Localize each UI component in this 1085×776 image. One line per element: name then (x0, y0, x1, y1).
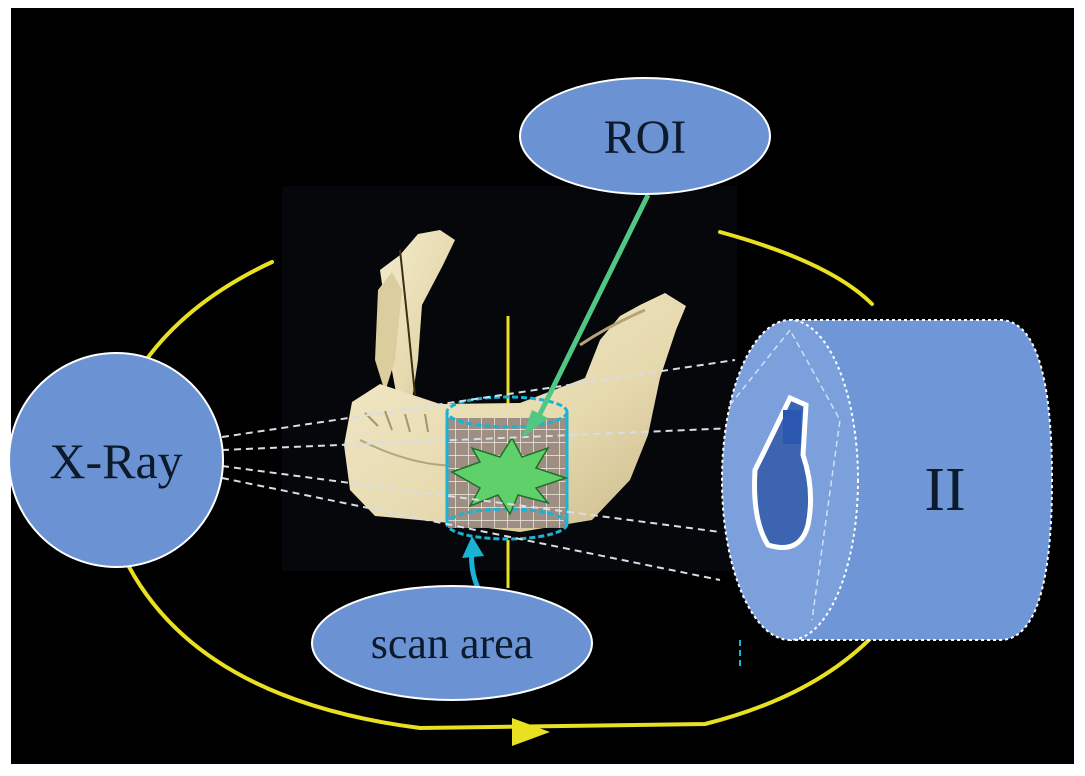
roi-label: ROI (604, 111, 687, 164)
image-intensifier-icon (722, 320, 1052, 640)
scan-area-label: scan area (371, 619, 533, 668)
x-ray-label: X-Ray (49, 433, 182, 489)
detector-label: II (924, 456, 965, 524)
